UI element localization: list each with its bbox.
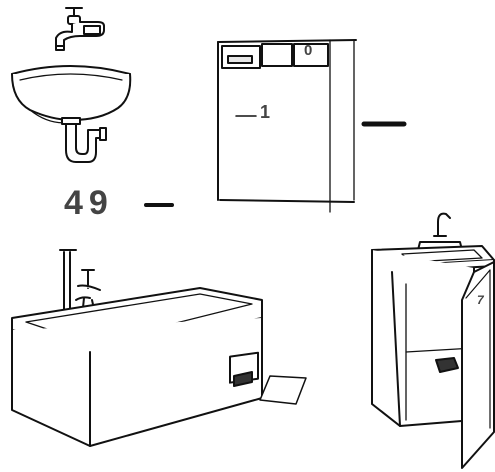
washing-machine-illustration — [218, 40, 404, 212]
wall-sink-illustration — [12, 8, 172, 205]
sink-cabinet-illustration — [372, 214, 494, 468]
faucet-icon — [56, 8, 104, 50]
cabinet-faucet-icon — [418, 214, 462, 250]
machine-item-label: 1 — [260, 102, 270, 123]
siphon-trap — [62, 118, 106, 162]
sink-basin — [12, 66, 130, 123]
machine-marker-label: 0 — [304, 42, 312, 59]
floor-mat — [260, 376, 306, 404]
sink-size-label: 49 — [64, 184, 114, 223]
cabinet-marker-label: 7 — [477, 293, 484, 307]
bathtub-illustration — [12, 250, 306, 446]
